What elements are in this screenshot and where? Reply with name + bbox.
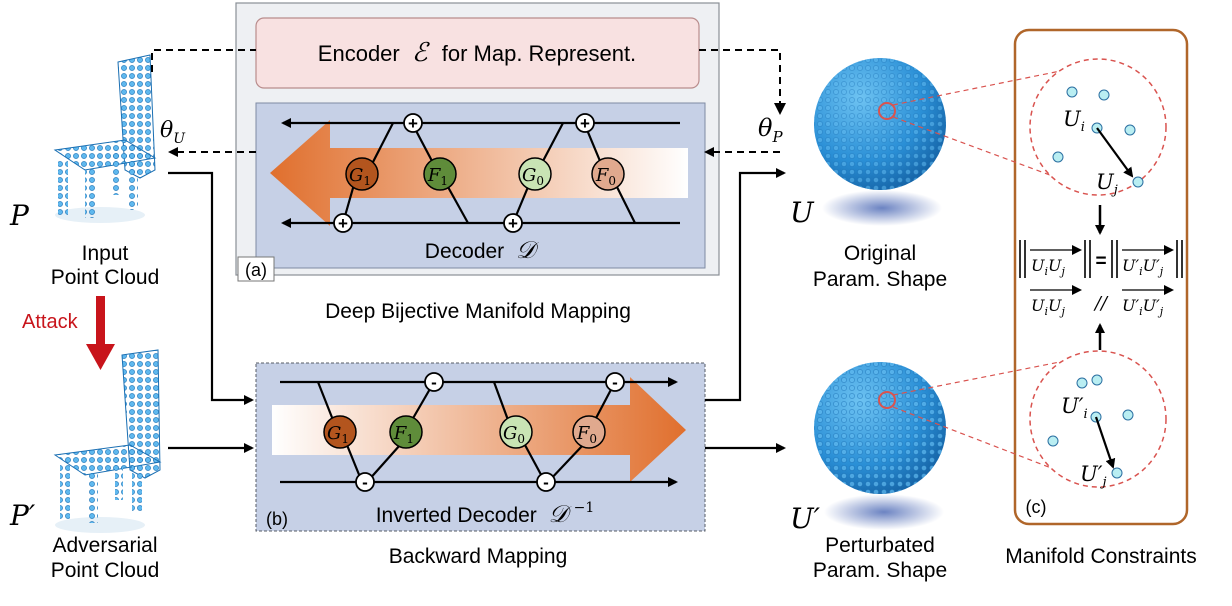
encoder-box	[255, 17, 700, 89]
input-to-inverse-arrow	[168, 171, 254, 405]
zoom-vector-original	[1096, 127, 1134, 178]
panel-a-node-f0	[591, 157, 625, 191]
uj-label: Uj	[1096, 170, 1118, 198]
panel-b-node-g0-label: G0	[503, 423, 525, 446]
uip-label: U′i	[1061, 394, 1088, 422]
panel-b-node-f0-label: F0	[576, 423, 597, 446]
input-p-label: P	[9, 199, 30, 232]
encoder-output-dashed-arrow	[699, 49, 786, 115]
panel-a-plus-op-label: +	[580, 114, 590, 133]
zoom-points-perturbated	[1047, 374, 1134, 479]
panel-b-node-g1-label: G1	[327, 423, 349, 446]
panel-b-minus-op-label: -	[543, 473, 549, 492]
original-sphere-texture	[814, 58, 946, 190]
svg-text:UiUj: UiUj	[1031, 296, 1066, 318]
panel-a-node-f1-label: F1	[427, 165, 448, 188]
original-sphere-highlight	[878, 102, 896, 120]
panel-b-caption: Backward Mapping	[389, 545, 568, 568]
panel-b-minus-op	[605, 372, 625, 392]
perturbated-sphere-highlight	[878, 391, 896, 409]
perturbated-sphere-texture	[814, 362, 946, 494]
theta-u-label: θU	[160, 118, 186, 147]
panel-a-plus-op	[503, 213, 523, 233]
input-label-line1: Input	[82, 242, 129, 265]
theta-p-label: θP	[758, 114, 783, 146]
panel-b-node-g0	[499, 415, 533, 449]
svg-text://: //	[1093, 293, 1109, 314]
adversarial-label-line2: Point Cloud	[51, 559, 160, 582]
panel-b-minus-op	[355, 472, 375, 492]
panel-a-tag-box	[237, 256, 275, 282]
panel-a-node-g1	[345, 157, 379, 191]
panel-a-node-f1	[423, 157, 457, 191]
original-label-line2: Param. Shape	[813, 268, 947, 291]
panel-b-flow-arrow	[272, 377, 686, 482]
panel-a-node-g1-label: G1	[349, 165, 371, 188]
panel-c-tag: (c)	[1026, 497, 1047, 517]
perturbated-label-line1: Perturbated	[825, 534, 935, 557]
attack-arrow-icon	[86, 296, 115, 370]
parallel-formula: UiUj // U′iU′j	[1030, 285, 1174, 318]
panel-b-decoder-label: Inverted Decoder 𝒟 −1	[376, 500, 595, 528]
perturbated-uprime-label: U′	[790, 502, 821, 535]
panel-a-tag: (a)	[245, 260, 267, 280]
panel-a-flow-arrow	[270, 120, 688, 226]
constraints-caption: Manifold Constraints	[1005, 545, 1196, 568]
input-label-line2: Point Cloud	[51, 266, 160, 289]
ui-label: Ui	[1063, 107, 1085, 135]
panel-a-plus-op	[575, 113, 595, 133]
original-shadow	[822, 190, 942, 226]
encoder-text: Encoder ℰ for Map. Represent.	[318, 38, 636, 68]
adversarial-label-line1: Adversarial	[52, 534, 157, 557]
panel-b-minus-op-label: -	[612, 373, 618, 392]
panel-a-plus-op	[333, 213, 353, 233]
original-u-label: U	[790, 196, 815, 229]
panel-a-node-f0-label: F0	[595, 165, 616, 188]
panel-b-tag: (b)	[266, 509, 288, 529]
panel-b-node-f0	[572, 415, 606, 449]
ujp-label: U′j	[1080, 462, 1107, 490]
original-label-line1: Original	[844, 242, 916, 265]
svg-text:U′iU′j: U′iU′j	[1122, 296, 1164, 318]
panel-a-plus-op-label: +	[408, 114, 418, 133]
panel-b-minus-op-label: -	[362, 473, 368, 492]
svg-text:UiUj: UiUj	[1031, 256, 1066, 278]
input-chair-icon	[53, 54, 157, 223]
panel-b-minus-op-label: -	[431, 373, 437, 392]
panel-a-plus-op-label: +	[508, 214, 518, 233]
inverse-to-original-arrow	[705, 168, 786, 402]
perturbated-label-line2: Param. Shape	[813, 559, 947, 582]
panel-a-decoder-label: Decoder 𝒟	[425, 236, 540, 264]
attack-label: Attack	[22, 311, 79, 333]
zoom-vector-perturbated	[1094, 416, 1116, 469]
adversarial-pprime-label: P′	[9, 499, 36, 532]
norm-equality-formula: UiUj = U′iU′j	[1019, 240, 1183, 278]
perturbated-shadow	[824, 494, 944, 530]
panel-a-node-g0	[518, 157, 552, 191]
panel-b-node-f1-label: F1	[393, 423, 414, 446]
panel-a-plus-op	[403, 113, 423, 133]
panel-b-node-g1	[323, 415, 357, 449]
adversarial-chair-icon	[53, 349, 162, 533]
svg-text:U′iU′j: U′iU′j	[1122, 256, 1164, 278]
panel-a-node-g0-label: G0	[522, 165, 544, 188]
panel-b-minus-op	[424, 372, 444, 392]
panel-b-minus-op	[536, 472, 556, 492]
panel-a-plus-op-label: +	[338, 214, 348, 233]
panel-b-node-f1	[389, 415, 423, 449]
svg-text:=: =	[1095, 251, 1106, 272]
panel-a-caption: Deep Bijective Manifold Mapping	[325, 300, 631, 323]
